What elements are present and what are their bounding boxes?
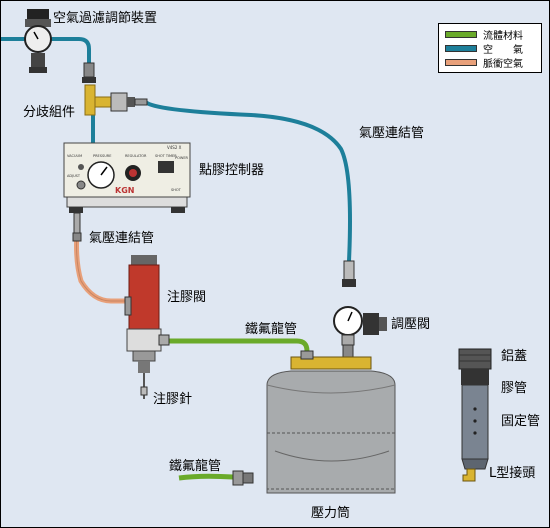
controller-adjust-text: ADJUST: [67, 174, 81, 178]
teflon-hose-top: [167, 338, 310, 357]
controller-shot-text: SHOT: [171, 188, 182, 192]
label-air-hose-right: 氣壓連結管: [359, 126, 425, 141]
label-fixing-tube: 固定管: [501, 414, 541, 429]
controller-brand-text: KGN: [115, 186, 134, 195]
controller-regulator-text: REGULATOR: [125, 154, 147, 158]
legend: 流體材料 空 氣 脈衝空氣: [438, 23, 542, 73]
label-glue-tube: 膠管: [501, 381, 528, 396]
legend-swatch-air: [445, 45, 477, 52]
label-controller: 點膠控制器: [199, 163, 265, 178]
legend-label-fluid: 流體材料: [483, 31, 523, 42]
controller-pressure-text: PRESSURE: [93, 154, 111, 158]
controller-shot-timer-text: SHOT TIMER: [155, 154, 177, 158]
pulse-air-hose-outline: [76, 230, 125, 302]
label-teflon-hose-top: 鐵氟龍管: [245, 322, 298, 337]
controller-unit: [63, 142, 191, 242]
label-l-fitting: L型接頭: [489, 466, 536, 481]
legend-label-air: 空 氣: [483, 45, 523, 56]
label-pressure-regulator: 調壓閥: [391, 317, 431, 332]
controller-power-text: POWER: [175, 156, 189, 160]
label-dispense-valve: 注膠閥: [167, 290, 207, 305]
air-hose-long: [145, 101, 352, 262]
splitter-assembly: [82, 62, 148, 116]
label-aluminum-cap: 鋁蓋: [501, 349, 528, 364]
label-teflon-hose-bottom: 鐵氟龍管: [169, 459, 222, 474]
bottom-fitting: [232, 470, 254, 486]
label-air-hose-left: 氣壓連結管: [89, 231, 155, 246]
pressure-tank: [266, 350, 396, 494]
controller-vacuum-text: VACUUM: [67, 154, 82, 158]
tube-assembly: [458, 348, 492, 482]
teflon-hose-bottom: [178, 473, 234, 481]
air-filter-regulator: [24, 9, 52, 73]
label-pressure-tank: 壓力筒: [311, 506, 351, 521]
dispense-valve: [124, 255, 170, 399]
label-air-regulator: 空氣過濾調節裝置: [53, 11, 158, 26]
label-needle: 注膠針: [153, 392, 193, 407]
air-hose-regulator-to-splitter: [49, 37, 91, 63]
legend-swatch-fluid: [445, 31, 477, 38]
pressure-regulator: [333, 260, 387, 360]
legend-swatch-pulse-air: [445, 59, 477, 66]
label-splitter: 分歧組件: [23, 105, 76, 120]
controller-model-text: V4S2 X: [167, 145, 182, 150]
legend-label-pulse-air: 脈衝空氣: [483, 59, 523, 70]
